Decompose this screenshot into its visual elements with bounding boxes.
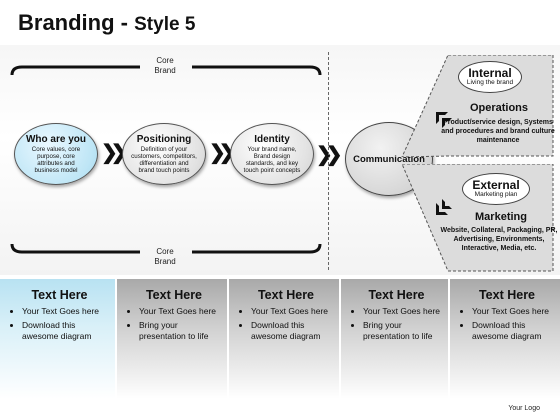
- communication-heading: Communication: [353, 153, 425, 165]
- external-title: External: [472, 178, 520, 192]
- positioning-heading: Positioning: [136, 133, 192, 145]
- who-are-you-description: Core values, core purpose, core attribut…: [31, 145, 81, 175]
- text-column: Text Here Your Text Goes here Bring your…: [117, 279, 227, 399]
- arrow-icon: [436, 199, 452, 215]
- positioning-description: Definition of your customers, competitor…: [131, 145, 197, 175]
- column-heading: Text Here: [145, 288, 203, 302]
- title-main: Branding: [18, 10, 115, 35]
- page-title: Branding - Style 5: [18, 10, 195, 36]
- core-brand-top-label: Core Brand: [135, 56, 195, 76]
- chevron-icon: ❯❯: [316, 144, 342, 166]
- external-oval: External Marketing plan: [462, 173, 530, 205]
- column-bullet: Your Text Goes here: [22, 306, 109, 317]
- column-heading: Text Here: [257, 288, 315, 302]
- column-bullet: Download this awesome diagram: [22, 320, 109, 342]
- core-brand-top-line1: Core: [156, 56, 174, 65]
- column-heading: Text Here: [368, 288, 425, 302]
- marketing-title: Marketing: [475, 211, 527, 223]
- operations-title: Operations: [469, 102, 529, 114]
- internal-subtitle: Living the brand: [466, 79, 514, 86]
- column-bullet: Your Text Goes here: [472, 306, 554, 317]
- column-bullet: Your Text Goes here: [363, 306, 442, 317]
- column-bullet: Download this awesome diagram: [251, 320, 333, 342]
- column-bullet: Download this awesome diagram: [472, 320, 554, 342]
- dashed-divider: [328, 52, 329, 270]
- core-brand-bottom-line2: Brand: [154, 257, 176, 266]
- chevron-icon: ❯❯: [101, 142, 127, 164]
- column-heading: Text Here: [478, 288, 536, 302]
- identity-circle: Identity Your brand name, Brand design s…: [230, 123, 314, 185]
- identity-description: Your brand name, Brand design standards,…: [243, 145, 301, 175]
- column-heading: Text Here: [31, 288, 88, 302]
- chevron-icon: ❯❯: [209, 142, 235, 164]
- text-column: Text Here Your Text Goes here Download t…: [450, 279, 560, 399]
- who-are-you-circle: Who are you Core values, core purpose, c…: [14, 123, 98, 185]
- arrow-icon: [436, 112, 452, 128]
- logo-text: Your Logo: [508, 405, 540, 412]
- marketing-text: Website, Collateral, Packaging, PR, Adve…: [440, 227, 558, 252]
- column-bullet: Your Text Goes here: [251, 306, 333, 317]
- core-brand-bottom-line1: Core: [156, 247, 174, 256]
- operations-text: Product/service design, Systems and proc…: [441, 119, 555, 144]
- positioning-circle: Positioning Definition of your customers…: [122, 123, 206, 185]
- column-bullet: Bring your presentation to life: [363, 320, 442, 342]
- core-brand-bottom-label: Core Brand: [135, 247, 195, 267]
- identity-heading: Identity: [254, 133, 290, 145]
- text-column: Text Here Your Text Goes here Download t…: [229, 279, 339, 399]
- text-column: Text Here Your Text Goes here Bring your…: [341, 279, 448, 399]
- top-core-bracket: [10, 65, 322, 76]
- column-bullet: Bring your presentation to life: [139, 320, 221, 342]
- who-are-you-heading: Who are you: [25, 133, 86, 145]
- core-brand-top-line2: Brand: [154, 66, 176, 75]
- title-separator: -: [114, 10, 135, 35]
- text-column: Text Here Your Text Goes here Download t…: [0, 279, 115, 399]
- internal-title: Internal: [468, 66, 512, 80]
- bottom-core-bracket: [10, 243, 322, 254]
- external-subtitle: Marketing plan: [474, 191, 518, 198]
- text-columns: Text Here Your Text Goes here Download t…: [0, 279, 560, 399]
- internal-oval: Internal Living the brand: [458, 61, 522, 93]
- title-subtitle: Style 5: [134, 14, 196, 35]
- column-bullet: Your Text Goes here: [139, 306, 221, 317]
